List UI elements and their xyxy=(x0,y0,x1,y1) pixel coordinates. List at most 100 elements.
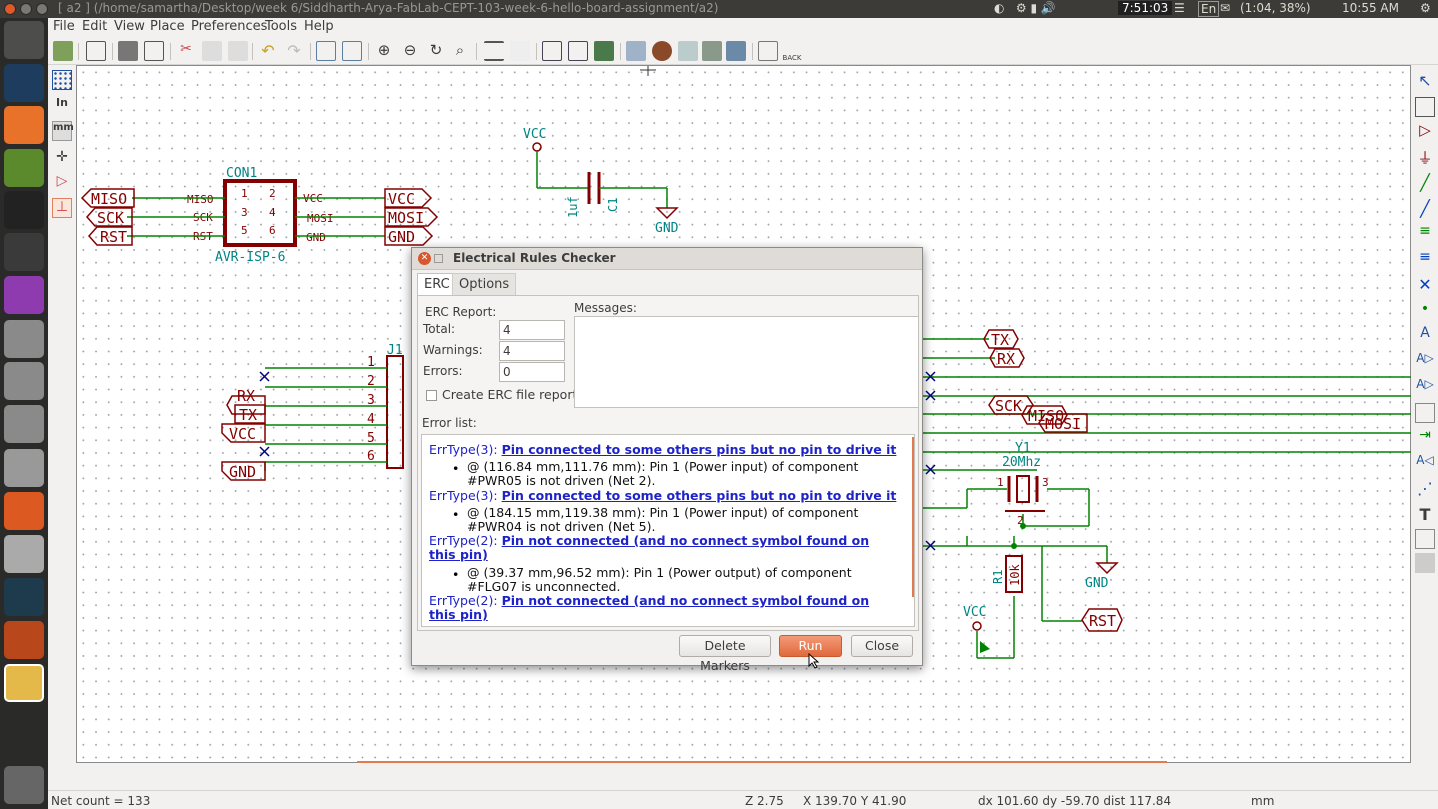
steam-icon[interactable] xyxy=(4,64,44,102)
error-list[interactable]: ErrType(3): Pin connected to some others… xyxy=(421,434,915,627)
wifi-icon[interactable]: ☰ xyxy=(1174,1,1185,15)
wire-angle-icon[interactable]: ⊥ xyxy=(52,198,72,218)
dash-icon[interactable] xyxy=(4,21,44,59)
hier-label-icon[interactable]: A▷ xyxy=(1416,377,1434,391)
library-browser-icon[interactable] xyxy=(568,41,588,61)
redraw-icon[interactable]: ↻ xyxy=(429,41,443,59)
r1-component[interactable]: R1 10k VCC xyxy=(963,543,1023,653)
delete-icon[interactable] xyxy=(1415,553,1435,573)
menu-preferences[interactable]: Preferences xyxy=(191,19,268,34)
add-component-icon[interactable]: ▷ xyxy=(1419,121,1431,139)
keyboard-layout[interactable]: En xyxy=(1198,1,1220,17)
zoom-fit-icon[interactable]: ⌕ xyxy=(455,41,465,59)
mail-icon[interactable]: ✉ xyxy=(1220,1,1231,15)
no-connect-icon[interactable]: ✕ xyxy=(1418,275,1432,294)
inkscape-icon[interactable] xyxy=(4,149,44,187)
drive-icon-3[interactable] xyxy=(4,405,44,443)
hierarchy-nav-icon[interactable] xyxy=(1415,97,1435,117)
firefox-icon[interactable] xyxy=(4,106,44,144)
find-replace-icon[interactable] xyxy=(342,41,362,61)
menu-file[interactable]: File xyxy=(53,19,75,34)
tray-icons[interactable]: ◐ ⚙ ▮ 🔊 xyxy=(994,1,1056,15)
add-image-icon[interactable] xyxy=(1415,529,1435,549)
total-field[interactable]: 4 xyxy=(499,320,565,340)
error-item[interactable]: ErrType(2): Pin not connected (and no co… xyxy=(429,593,870,622)
add-power-icon[interactable]: ⏚ xyxy=(1417,149,1433,167)
junction-icon[interactable]: • xyxy=(1420,301,1430,317)
dialog-titlebar[interactable]: ✕ Electrical Rules Checker xyxy=(412,248,922,270)
redo-icon[interactable]: ↷ xyxy=(287,41,301,60)
window-close-icon[interactable] xyxy=(4,3,16,15)
wire-bus-entry-icon[interactable]: ≡ xyxy=(1419,223,1431,239)
sheet-pin-icon[interactable]: A◁ xyxy=(1416,453,1434,467)
error-item[interactable]: ErrType(2): Pin not connected (and no co… xyxy=(429,533,870,562)
terminal-icon[interactable] xyxy=(4,191,44,229)
annotate-icon[interactable] xyxy=(626,41,646,61)
select-arrow-icon[interactable]: ↖ xyxy=(1418,71,1432,90)
close-button[interactable]: Close xyxy=(851,635,913,657)
kicad-icon[interactable] xyxy=(4,664,44,702)
files-icon[interactable] xyxy=(4,535,44,573)
leave-sheet-icon[interactable] xyxy=(510,41,530,61)
tab-options[interactable]: Options xyxy=(452,273,517,296)
save-icon[interactable] xyxy=(53,41,73,61)
dialog-maximize-icon[interactable] xyxy=(434,254,443,263)
plot-icon[interactable] xyxy=(144,41,164,61)
netlist-icon[interactable] xyxy=(678,41,698,61)
printer-icon[interactable] xyxy=(4,449,44,487)
messages-box[interactable] xyxy=(574,316,919,408)
copy-icon[interactable] xyxy=(202,41,222,61)
menu-place[interactable]: Place xyxy=(150,19,185,34)
import-sheet-pin-icon[interactable]: ⇥ xyxy=(1419,427,1431,443)
workspace-icon[interactable] xyxy=(4,233,44,271)
battery-status[interactable]: (1:04, 38%) xyxy=(1240,1,1311,15)
window-maximize-icon[interactable] xyxy=(36,3,48,15)
cvpcb-icon[interactable] xyxy=(758,41,778,61)
zoom-in-icon[interactable]: ⊕ xyxy=(377,41,391,59)
j1-component[interactable]: J1 1 2 3 4 5 6 xyxy=(221,343,404,481)
error-list-scrollbar[interactable] xyxy=(912,437,914,597)
delete-markers-button[interactable]: Delete Markers xyxy=(679,635,771,673)
menu-edit[interactable]: Edit xyxy=(82,19,108,34)
c1-component[interactable]: VCC GND 1uf C1 xyxy=(523,127,679,236)
error-item[interactable]: ErrType(3): Pin connected to some others… xyxy=(429,488,897,503)
paste-icon[interactable] xyxy=(228,41,248,61)
zoom-out-icon[interactable]: ⊖ xyxy=(403,41,417,59)
errors-field[interactable]: 0 xyxy=(499,362,565,382)
hidden-pins-icon[interactable]: ▷ xyxy=(56,173,68,189)
net-icon[interactable] xyxy=(702,41,722,61)
add-text-icon[interactable]: T xyxy=(1419,505,1431,524)
library-editor-icon[interactable] xyxy=(542,41,562,61)
con1-component[interactable]: CON1 AVR-ISP-6 1 2 3 4 5 6 MISO SCK RST … xyxy=(187,166,334,265)
system-monitor-icon[interactable] xyxy=(4,578,44,616)
software-center-icon[interactable] xyxy=(4,492,44,530)
grid-icon[interactable] xyxy=(52,70,72,90)
add-wire-icon[interactable]: ╱ xyxy=(1420,173,1430,192)
add-bus-icon[interactable]: ╱ xyxy=(1420,199,1430,218)
page-settings-icon[interactable] xyxy=(86,41,106,61)
mm-units-icon[interactable]: mm xyxy=(52,121,74,141)
graphic-line-icon[interactable]: ⋰ xyxy=(1417,479,1433,498)
menu-tools[interactable]: Tools xyxy=(265,19,298,34)
menu-view[interactable]: View xyxy=(114,19,145,34)
print-icon[interactable] xyxy=(118,41,138,61)
hierarchy-icon[interactable] xyxy=(484,41,504,61)
hier-sheet-icon[interactable] xyxy=(1415,403,1435,423)
bus-bus-entry-icon[interactable]: ≡ xyxy=(1419,249,1431,265)
tab-erc[interactable]: ERC xyxy=(417,273,457,296)
drive-icon[interactable] xyxy=(4,320,44,358)
app-icon[interactable] xyxy=(4,276,44,314)
trash-icon[interactable] xyxy=(4,766,44,804)
y1-component[interactable]: Y1 20Mhz 1 2 3 xyxy=(997,441,1049,529)
cut-icon[interactable]: ✂ xyxy=(180,41,192,57)
settings-gear-icon[interactable]: ⚙ xyxy=(1420,1,1431,15)
inch-units-icon[interactable]: In xyxy=(56,96,68,109)
bom-icon[interactable] xyxy=(726,41,746,61)
drive-icon-2[interactable] xyxy=(4,362,44,400)
error-item[interactable]: ErrType(3): Pin connected to some others… xyxy=(429,442,897,457)
back-annotate-icon[interactable]: BACK xyxy=(782,54,802,62)
erc-icon[interactable] xyxy=(652,41,672,61)
find-icon[interactable] xyxy=(316,41,336,61)
warnings-field[interactable]: 4 xyxy=(499,341,565,361)
pcb-icon[interactable] xyxy=(594,41,614,61)
